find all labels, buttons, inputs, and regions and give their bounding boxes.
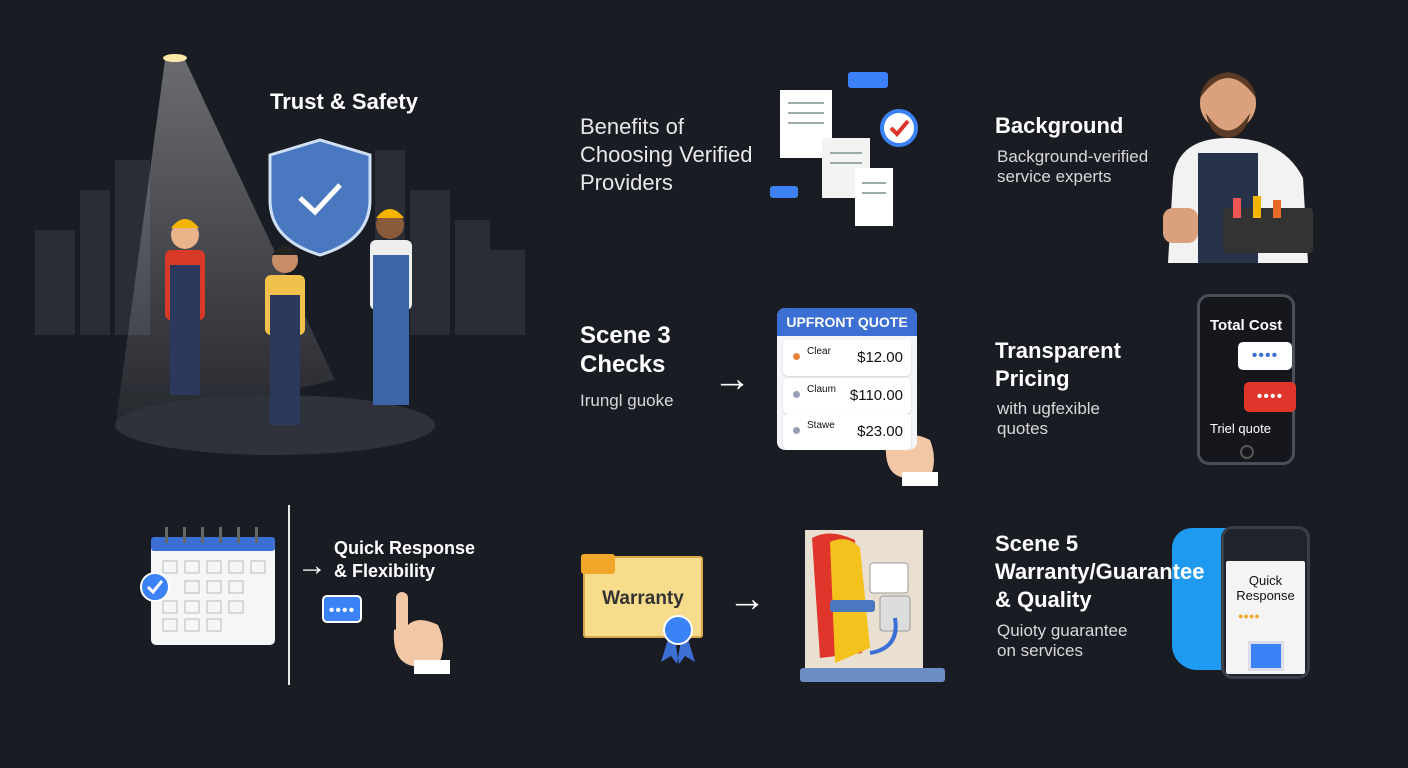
wall-outlet-illustration [800, 530, 945, 682]
phone-screen-card [1248, 641, 1284, 671]
warranty-certificate: Warranty [581, 554, 703, 638]
scene5-desc-line: Quioty guarantee [997, 621, 1128, 640]
quote-row-label: Claum [807, 384, 836, 395]
benefits-title-line: Benefits of [580, 114, 684, 139]
scene5-title-line: & Quality [995, 587, 1092, 612]
worker-left [165, 219, 205, 395]
pricing-title-line: Transparent [995, 338, 1121, 363]
upfront-quote-card: UPFRONT QUOTE Clear $12.00 Claum $110.00 S… [777, 308, 917, 450]
background-desc: Background-verified service experts [997, 147, 1148, 187]
phone-title: Total Cost [1210, 317, 1283, 334]
background-desc-line: service experts [997, 167, 1112, 186]
quote-row-label: Clear [807, 346, 831, 357]
chat-bubble-red: •••• [1244, 382, 1296, 412]
scene3-title-line: Checks [580, 351, 666, 378]
quote-row[interactable]: Claum $110.00 [783, 378, 911, 414]
warranty-label: Warranty [602, 588, 684, 609]
divider-line [288, 505, 290, 685]
benefits-title-line: Providers [580, 170, 673, 195]
trust-safety-scene [35, 50, 525, 460]
worker-right [370, 209, 412, 405]
scene5-desc: Quioty guarantee on services [997, 621, 1127, 661]
pointing-hand-icon [393, 592, 450, 674]
warranty-tag [581, 554, 615, 574]
quick-title-line: & Flexibility [334, 561, 436, 581]
arrow-right-icon: → [728, 578, 766, 620]
arrow-right-icon: → [713, 358, 751, 400]
background-desc-line: Background-verified [997, 147, 1149, 166]
benefits-title: Benefits of Choosing Verified Providers [580, 113, 752, 197]
scene5-desc-line: on services [997, 641, 1083, 660]
trust-safety-illustration [35, 54, 525, 455]
benefits-title-line: Choosing Verified [580, 142, 753, 167]
quote-row[interactable]: Clear $12.00 [783, 340, 911, 376]
rating-stars: ●●●● [1238, 611, 1260, 621]
ribbon-badge-icon [661, 615, 695, 664]
quick-title-line: Quick Response [334, 538, 476, 558]
quote-row-amount: $23.00 [857, 423, 903, 440]
quote-card-header: UPFRONT QUOTE [777, 308, 917, 336]
quote-row-dot [793, 427, 800, 434]
scene3-title: Scene 3 Checks [580, 321, 671, 379]
scene3-desc: Irungl guoke [580, 391, 674, 410]
quick-response-title: Quick Response & Flexibility [334, 537, 475, 583]
quote-row-amount: $110.00 [849, 387, 903, 404]
pricing-title: Transparent Pricing [995, 337, 1121, 393]
pricing-desc: with ugfexible quotes [997, 399, 1100, 439]
scene5-title-line: Warranty/Guarantee [995, 559, 1205, 584]
pricing-desc-line: quotes [997, 419, 1049, 438]
phone-screen: Quick Response ●●●● [1226, 561, 1305, 674]
quote-row-amount: $12.00 [857, 349, 903, 366]
scene5-title: Scene 5 Warranty/Guarantee & Quality [995, 530, 1204, 614]
shield-icon [268, 138, 372, 257]
blue-brush-stroke [1172, 528, 1230, 670]
quote-row[interactable]: Stawe $23.00 [783, 414, 911, 450]
phone-screen-title-line: Response [1236, 588, 1295, 603]
pricing-phone: Total Cost •••• •••• Triel quote [1197, 294, 1296, 465]
pricing-desc-line: with ugfexible [997, 399, 1101, 418]
scene3-title-line: Scene 3 [580, 322, 671, 349]
checkmark-icon [298, 183, 342, 216]
phone-screen-title-line: Quick [1248, 573, 1283, 588]
worker-middle [265, 245, 305, 425]
arrow-right-icon: → [297, 549, 327, 582]
quick-response-phone: Quick Response ●●●● [1221, 526, 1310, 679]
service-expert-illustration [1163, 72, 1313, 263]
background-title: Background [995, 113, 1124, 138]
pricing-title-line: Pricing [995, 366, 1070, 391]
calendar-icon [140, 527, 275, 645]
scene5-title-line: Scene 5 [995, 531, 1079, 556]
quote-row-label: Stawe [807, 420, 835, 431]
trust-safety-title: Trust & Safety [270, 89, 418, 114]
phone-footer: Triel quote [1210, 421, 1271, 436]
verified-documents-icon [770, 72, 918, 226]
quote-row-dot [793, 391, 800, 398]
chat-bubble-white: •••• [1238, 342, 1292, 370]
quote-row-dot [793, 353, 800, 360]
phone-home-button [1240, 445, 1254, 459]
phone-screen-title: Quick Response [1226, 573, 1305, 603]
chat-bubble-icon: •••• [322, 595, 362, 623]
